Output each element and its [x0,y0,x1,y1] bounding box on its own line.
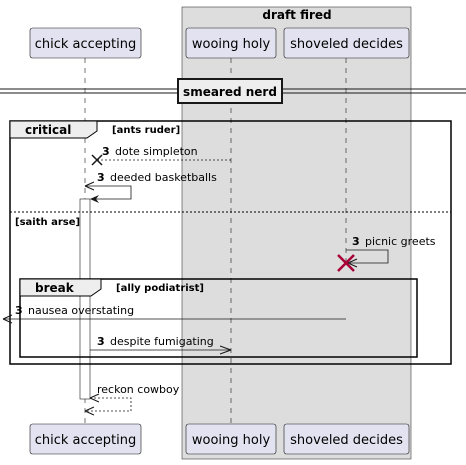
message-label: dote simpleton [115,145,198,158]
activation-bar [79,198,91,400]
message-label: reckon cowboy [97,383,180,396]
message-picnic-greets: 3 picnic greets [337,235,436,272]
fragment-keyword: break [35,281,75,295]
participant-label: shoveled decides [290,433,403,448]
message-label: picnic greets [365,235,436,248]
participant-label: chick accepting [35,433,137,448]
message-label: despite fumigating [110,335,214,348]
participant-label: shoveled decides [290,37,403,52]
message-nausea-overstating: 3 nausea overstating [2,304,346,324]
fragment-keyword: critical [25,123,71,137]
message-label: nausea overstating [28,304,134,317]
divider: smeared nerd [0,78,466,104]
participant-chick-accepting-top[interactable]: chick accepting [29,27,142,59]
participant-label: chick accepting [35,37,137,52]
fragment-critical: critical [ants ruder] [saith arse] [9,120,452,365]
divider-label: smeared nerd [183,85,277,99]
participant-label: wooing holy [192,433,271,448]
fragment-condition: [ally podiatrist] [116,283,204,294]
fragment-condition: [ants ruder] [112,125,180,136]
fragment-else-condition: [saith arse] [15,217,80,228]
message-deeded-basketballs: 3 deeded basketballs [84,171,217,203]
message-despite-fumigating: 3 despite fumigating [90,335,232,355]
participant-wooing-holy-bottom[interactable]: wooing holy [185,423,277,455]
message-reckon-cowboy: reckon cowboy [84,383,180,416]
message-dote-simpleton: 3 dote simpleton [91,145,231,166]
fragment-break: break [ally podiatrist] [19,278,418,358]
participant-label: wooing holy [192,37,271,52]
participant-shoveled-decides-bottom[interactable]: shoveled decides [283,423,410,455]
message-number: 3 [15,304,23,317]
message-number: 3 [97,335,105,348]
message-number: 3 [352,235,360,248]
destroy-x-icon [337,254,355,272]
box-title: draft fired [262,8,331,22]
participant-chick-accepting-bottom[interactable]: chick accepting [29,423,142,455]
message-number: 3 [102,145,110,158]
participant-wooing-holy-top[interactable]: wooing holy [185,27,277,59]
participant-box-group: draft fired [181,6,412,460]
message-number: 3 [97,171,105,184]
message-label: deeded basketballs [110,171,217,184]
participant-shoveled-decides-top[interactable]: shoveled decides [283,27,410,59]
lost-x-icon [91,154,103,166]
